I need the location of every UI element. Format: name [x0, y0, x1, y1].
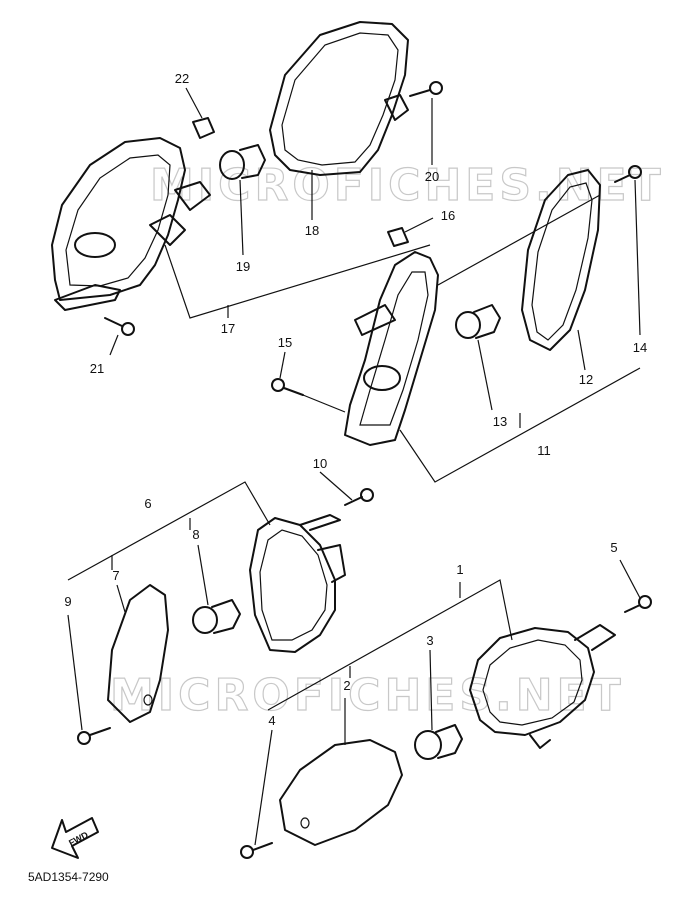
leader-lines [67, 87, 641, 846]
watermark-bottom: MICROFICHES.NET [110, 670, 625, 721]
callout-20: 20 [425, 169, 439, 184]
fwd-label: FWD [67, 829, 90, 848]
callout-11: 11 [537, 443, 551, 458]
front-flasher-left-body [249, 514, 346, 653]
callout-17: 17 [221, 321, 235, 336]
callout-9: 9 [64, 594, 71, 609]
screw-21 [104, 317, 135, 336]
screw-4 [240, 842, 273, 859]
front-flasher-left-lens [107, 584, 169, 723]
fwd-arrow-icon: FWD [51, 817, 99, 859]
front-flasher-right-body [469, 624, 616, 749]
callout-6: 6 [144, 496, 151, 511]
bulb-13 [455, 304, 501, 339]
callout-3: 3 [426, 633, 433, 648]
callout-1: 1 [456, 562, 463, 577]
screw-5 [624, 595, 652, 613]
nut-16 [387, 227, 409, 247]
screw-15 [271, 378, 304, 396]
callout-10: 10 [313, 456, 327, 471]
nut-22 [192, 117, 215, 139]
callout-14: 14 [633, 340, 647, 355]
bulb-19 [219, 144, 266, 180]
callout-22: 22 [175, 71, 189, 86]
rear-flasher-left-housing [51, 137, 211, 311]
screw-10 [344, 488, 374, 506]
callout-18: 18 [305, 223, 319, 238]
callout-16: 16 [441, 208, 455, 223]
callout-5: 5 [610, 540, 617, 555]
rear-flasher-right-lens [521, 169, 601, 351]
screw-20 [409, 81, 443, 97]
screw-14 [614, 165, 642, 183]
callout-7: 7 [112, 568, 119, 583]
screw-9 [77, 727, 111, 745]
rear-flasher-right-housing [344, 251, 439, 446]
callout-2: 2 [343, 678, 350, 693]
diagram-code: 5AD1354-7290 [28, 870, 109, 884]
callout-21: 21 [90, 361, 104, 376]
bulb-3 [414, 724, 463, 760]
callout-numbers: 22 20 18 19 17 21 16 14 12 13 11 15 10 6… [64, 71, 647, 728]
callout-13: 13 [493, 414, 507, 429]
callout-8: 8 [192, 527, 199, 542]
callout-19: 19 [236, 259, 250, 274]
rear-flasher-left-lens [269, 21, 409, 176]
callout-15: 15 [278, 335, 292, 350]
callout-4: 4 [268, 713, 275, 728]
bulb-8 [192, 599, 241, 634]
callout-12: 12 [579, 372, 593, 387]
front-flasher-right-lens [279, 739, 403, 846]
